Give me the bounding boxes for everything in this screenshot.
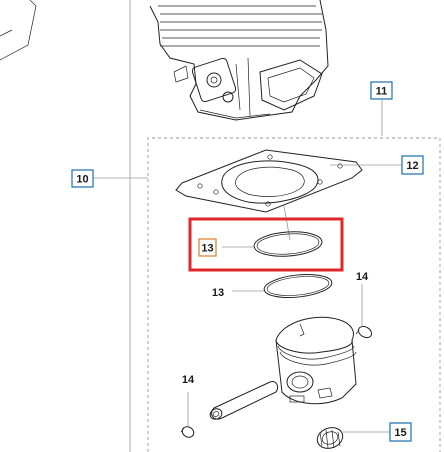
cylinder-illustration [149, 0, 329, 121]
center-axis-line [283, 205, 291, 241]
callout-15[interactable]: 15 [389, 422, 412, 442]
callout-12-label: 12 [406, 160, 418, 172]
callout-10[interactable]: 10 [71, 169, 94, 188]
label-14-right[interactable]: 14 [356, 271, 369, 283]
circlip-right [355, 325, 373, 339]
callout-15-label: 15 [394, 427, 406, 439]
piston-ring-highlighted [253, 231, 323, 257]
gasket-illustration [175, 149, 363, 213]
callout-13-highlighted[interactable]: 13 [198, 238, 217, 257]
highlight-frame [188, 217, 344, 272]
label-14-left[interactable]: 14 [182, 374, 195, 386]
piston-ring-lower [263, 273, 333, 299]
needle-bearing [316, 427, 344, 449]
page-fold-decoration [0, 0, 37, 61]
piston-pin [209, 381, 279, 420]
callout-11-label: 11 [376, 86, 388, 98]
callout-10-label: 10 [76, 174, 88, 186]
piston-illustration [275, 316, 357, 405]
callout-13-highlighted-label: 13 [201, 243, 213, 255]
label-13-lower[interactable]: 13 [212, 287, 224, 299]
assembly-boundary [93, 137, 441, 452]
circlip-left [180, 426, 195, 438]
callout-11[interactable]: 11 [370, 81, 393, 100]
callout-12[interactable]: 12 [401, 155, 424, 175]
